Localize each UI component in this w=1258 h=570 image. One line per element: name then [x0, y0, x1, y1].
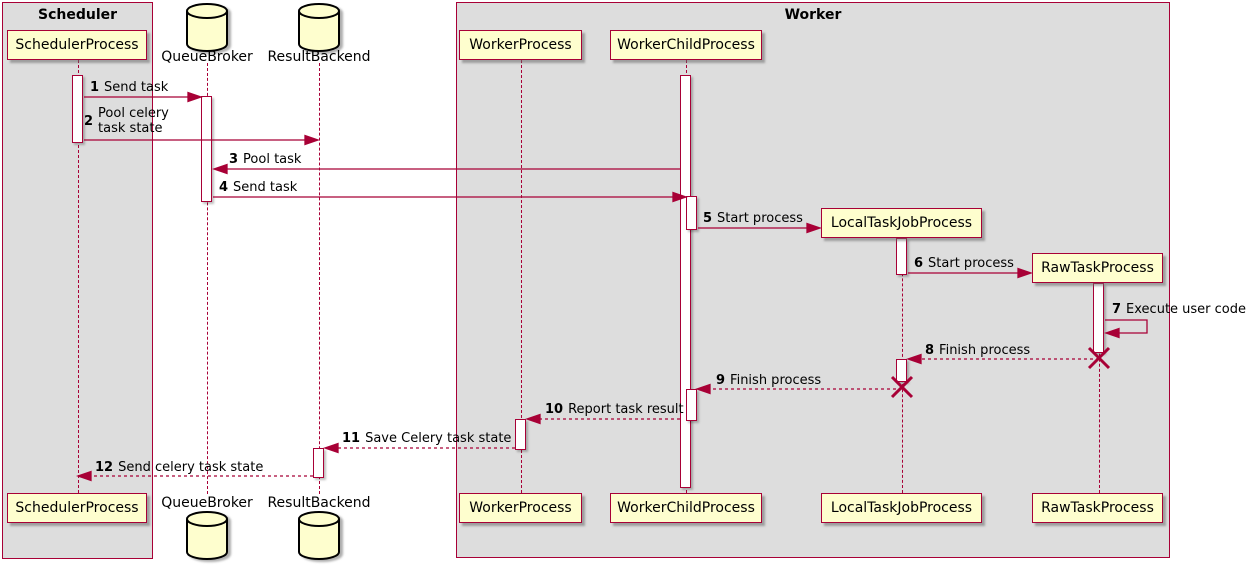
message-10-arrow [525, 413, 680, 425]
label-queue-broker-top: QueueBroker [161, 49, 253, 65]
message-8-arrow [906, 353, 1099, 365]
activation-raw-task-process [1093, 283, 1104, 353]
activation-queue-broker [201, 96, 212, 202]
database-icon-result-backend-top [298, 3, 340, 52]
database-icon-queue-broker-bottom [186, 511, 228, 560]
activation-worker-child-nested-1 [686, 196, 697, 230]
participant-bottom-raw-task-process: RawTaskProcess [1032, 493, 1163, 523]
activation-local-task-job-2 [896, 359, 907, 382]
database-icon-queue-broker-top [186, 3, 228, 52]
participant-created-raw-task-process: RawTaskProcess [1032, 253, 1163, 283]
participant-top-worker-process: WorkerProcess [459, 30, 582, 60]
lifeline-raw-task-process [1099, 283, 1100, 493]
participant-top-scheduler-process: SchedulerProcess [7, 30, 147, 60]
label-queue-broker-bottom: QueueBroker [161, 495, 253, 511]
participant-bottom-worker-process: WorkerProcess [459, 493, 582, 523]
label-result-backend-bottom: ResultBackend [267, 495, 371, 511]
message-7-self-arrow [1104, 319, 1148, 339]
message-11-arrow [323, 442, 515, 454]
worker-frame-title: Worker [784, 7, 842, 23]
message-4-arrow [213, 191, 688, 203]
activation-result-backend [313, 448, 324, 478]
participant-bottom-scheduler-process: SchedulerProcess [7, 493, 147, 523]
message-2-arrow [84, 134, 320, 146]
destroy-x-local-task-job-process [890, 375, 914, 399]
participant-created-local-task-job-process: LocalTaskJobProcess [821, 208, 982, 238]
activation-worker-process [515, 419, 526, 450]
message-5-arrow [698, 222, 822, 234]
participant-bottom-local-task-job-process: LocalTaskJobProcess [821, 493, 982, 523]
database-icon-result-backend-bottom [298, 511, 340, 560]
message-9-arrow [695, 383, 902, 395]
destroy-x-raw-task-process [1087, 346, 1111, 370]
message-12-arrow [76, 470, 313, 482]
lifeline-scheduler-process [78, 60, 79, 493]
message-6-arrow [908, 267, 1033, 279]
lifeline-queue-broker [207, 63, 208, 494]
activation-scheduler-process [72, 75, 83, 143]
lifeline-worker-process [521, 60, 522, 493]
lifeline-result-backend [319, 63, 320, 494]
message-1-arrow [84, 91, 203, 103]
participant-bottom-worker-child-process: WorkerChildProcess [610, 493, 762, 523]
scheduler-frame-title: Scheduler [37, 7, 118, 23]
activation-local-task-job-1 [896, 238, 907, 275]
label-result-backend-top: ResultBackend [267, 49, 371, 65]
activation-worker-child-nested-2 [686, 389, 697, 421]
participant-top-worker-child-process: WorkerChildProcess [610, 30, 762, 60]
activation-worker-child-main [680, 75, 691, 488]
message-3-arrow [212, 163, 680, 175]
